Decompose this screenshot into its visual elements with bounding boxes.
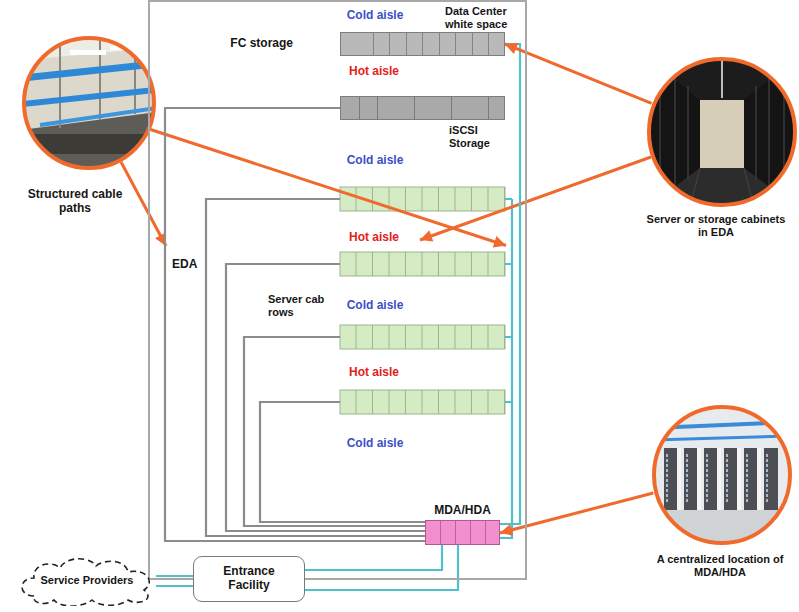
node-label: Data Center white space (445, 5, 519, 30)
copper-cable (260, 402, 425, 522)
storage-row: iSCSI Storage (340, 96, 505, 120)
path-shape (660, 62, 784, 200)
fiber-cable (305, 545, 442, 570)
mda-room-photo (652, 405, 792, 545)
fiber-cable (305, 545, 458, 590)
mda-hda-cabinets: MDA/HDA (425, 520, 500, 545)
rect-shape (647, 57, 797, 207)
callout-arrow (420, 157, 651, 240)
copper-cables (206, 199, 425, 536)
polygon-shape (647, 168, 797, 207)
cloud-shape (22, 559, 149, 606)
aisle-label: Hot aisle (349, 366, 399, 380)
connectors (156, 44, 653, 590)
node-label: Entrance Facility (207, 565, 291, 593)
node-label: MDA/HDA (434, 504, 491, 518)
copper-cable (206, 199, 425, 536)
zone-label: Server cab rows (268, 293, 334, 318)
node-label: Service Providers (41, 574, 134, 587)
fiber-cable (156, 575, 193, 577)
photo-caption: A centralized location of MDA/HDA (647, 553, 793, 578)
circle-ring (649, 59, 795, 205)
server-cabinet-rows (340, 187, 505, 414)
rect-shape (70, 50, 106, 55)
circle-outline (652, 405, 792, 545)
photo-caption: Structured cable paths (19, 188, 131, 216)
circle-outline (22, 36, 156, 170)
fiber-cables (500, 199, 512, 538)
node-label: iSCSI Storage (449, 124, 507, 149)
server-row (340, 390, 505, 414)
fiber-cable (156, 585, 193, 587)
service-provider-cloud: Service Providers (14, 554, 160, 606)
photo-circle: A centralized location of MDA/HDA (652, 405, 792, 545)
rect-shape (22, 36, 156, 170)
rect-shape (652, 510, 792, 545)
path-shape (652, 436, 792, 440)
path-shape (40, 108, 156, 125)
copper-cable (165, 108, 425, 541)
zone-label: EDA (172, 258, 197, 272)
server-row (340, 325, 505, 349)
callout-arrow (500, 493, 653, 533)
node-label: FC storage (230, 37, 293, 51)
cabinet-aisle-photo (647, 57, 797, 207)
circle-ring (654, 407, 790, 543)
fiber-stub (505, 199, 512, 402)
path-shape (679, 448, 759, 510)
photo-circle: Server or storage cabinets in EDA (647, 57, 797, 207)
path-shape (721, 60, 723, 98)
polygon-shape (700, 100, 744, 168)
copper-cable (244, 337, 425, 526)
white-space-area: FC storage iSCSI StorageMDA/HDA Data Cente… (148, 0, 527, 580)
photo-circle: Structured cable paths (22, 36, 156, 170)
fiber-trunk (500, 199, 512, 538)
polygon-shape (22, 112, 156, 170)
storage-row: FC storage (340, 32, 505, 56)
aisle-label: Cold aisle (347, 154, 404, 168)
aisle-label: Hot aisle (349, 231, 399, 245)
entrance-facility-box: Entrance Facility (193, 556, 305, 602)
aisle-label: Cold aisle (347, 437, 404, 451)
cable-path-photo (22, 36, 156, 170)
aisle-label: Cold aisle (347, 9, 404, 23)
aisle-label: Cold aisle (347, 299, 404, 313)
aisle-label: Hot aisle (349, 65, 399, 79)
path-shape (22, 64, 156, 78)
path-shape (22, 90, 156, 104)
callout-arrows (121, 130, 651, 247)
circle-ring (24, 38, 154, 168)
photo-caption: Server or storage cabinets in EDA (643, 213, 789, 238)
copper-cable (226, 264, 425, 531)
rect-shape (652, 405, 792, 545)
circle-outline (647, 57, 797, 207)
callout-arrow (121, 162, 166, 246)
server-row (340, 252, 505, 276)
